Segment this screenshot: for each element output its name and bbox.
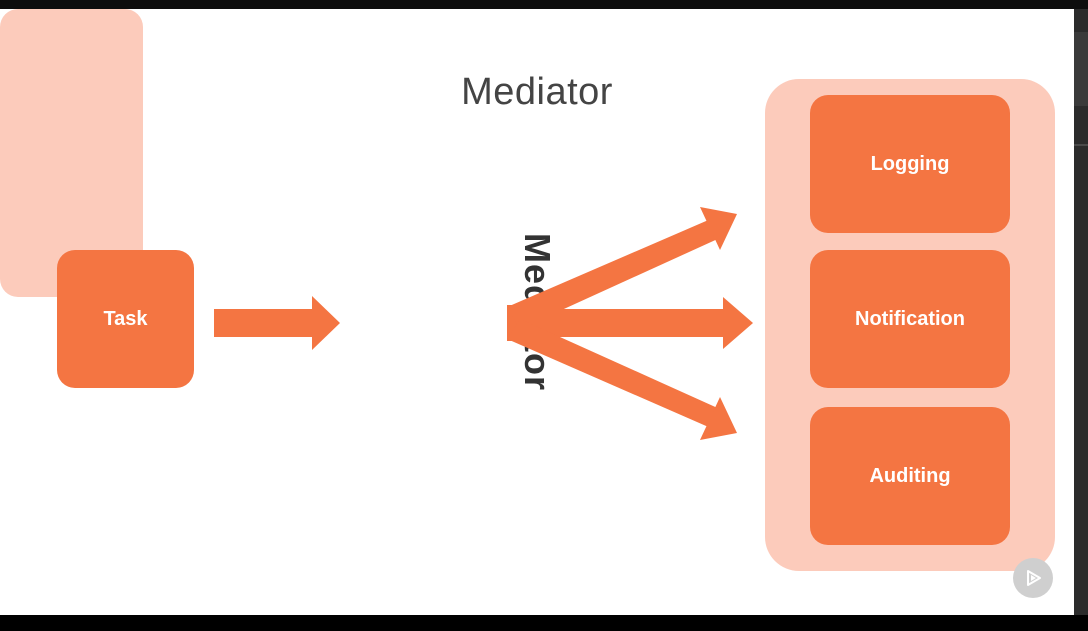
arrow-to-logging-shaft [507,218,722,329]
logging-box: Logging [810,95,1010,233]
edge-panel [1074,9,1088,615]
slide: Mediator Task Mediator Logging Notificat… [0,9,1074,615]
play-icon [1027,570,1041,586]
task-box: Task [57,250,194,388]
arrow-to-auditing-head [700,397,737,440]
arrow-to-logging-head [700,207,737,250]
auditing-box: Auditing [810,407,1010,545]
notification-box: Notification [810,250,1010,388]
mediator-box: Mediator [0,9,558,391]
top-bar [0,0,1088,9]
auditing-label: Auditing [869,464,951,487]
arrows [214,207,753,440]
task-label: Task [103,307,148,330]
notification-label: Notification [855,307,965,330]
logging-label: Logging [870,152,950,175]
arrow-to-notification-shaft [520,309,725,337]
task-to-mediator-arrow [214,296,340,350]
play-button[interactable] [1013,558,1053,598]
mediator-fanout-arrows [507,207,753,440]
arrow-to-auditing-shaft [507,319,722,429]
arrow-to-notification-head [723,297,753,349]
bottom-bar [0,615,1088,631]
slide-title: Mediator [461,71,613,113]
